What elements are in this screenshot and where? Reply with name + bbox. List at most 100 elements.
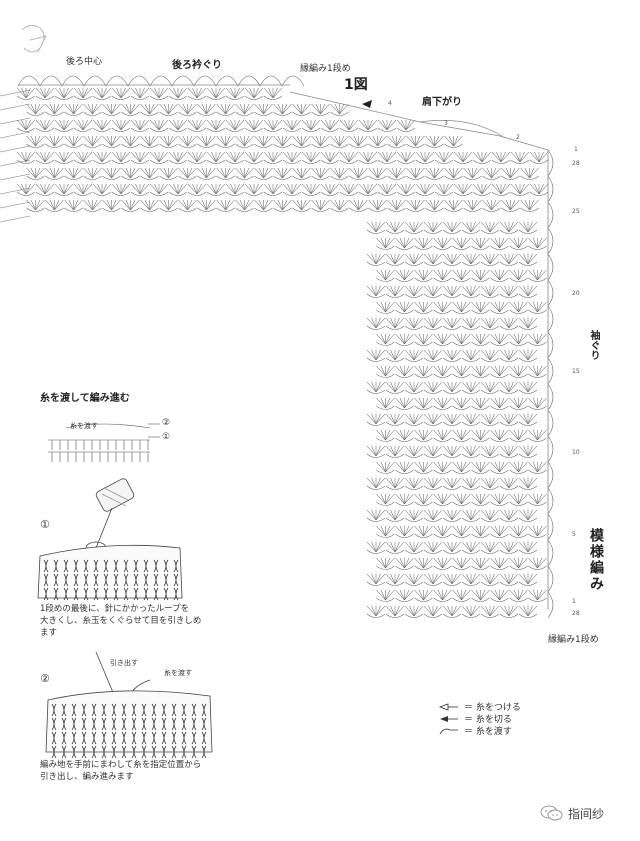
stitch-fan [395, 461, 414, 474]
stitch-fan [111, 87, 131, 100]
stitch-fan [396, 119, 416, 132]
stitch-fan [387, 167, 406, 180]
stitch-fan [83, 135, 102, 148]
stitch-fan [442, 253, 462, 266]
stitch-fan [395, 429, 414, 442]
side-row-28-bottom: 28 [572, 610, 580, 617]
stitch-fan [111, 119, 131, 132]
stitch-fan [433, 557, 452, 570]
stitch-fan [395, 333, 414, 346]
stitch-fan [499, 509, 519, 522]
shoulder-row-2: 2 [516, 134, 520, 141]
stitch-fan [206, 119, 226, 132]
stitch-fan [35, 151, 55, 164]
stitch-fan [463, 167, 482, 180]
stitch-fan [64, 199, 83, 212]
stitch-fan [461, 445, 481, 458]
stitch-fan [159, 135, 178, 148]
stitch-fan [216, 199, 235, 212]
stitch-fan [16, 87, 36, 100]
stitch-fan [415, 183, 435, 196]
stitch-fan [423, 477, 443, 490]
stitch-fan [423, 445, 443, 458]
stitch-fan [366, 541, 386, 554]
stitch-fan [320, 119, 340, 132]
stitch-fan [282, 151, 302, 164]
stitch-fan [376, 525, 395, 538]
stitch-fan [387, 135, 406, 148]
side-row-1: 1 [572, 598, 576, 605]
stitch-fan [197, 199, 216, 212]
stitch-fan [482, 199, 501, 212]
stitch-fan [414, 557, 433, 570]
step1-caption-line3: ます [40, 628, 58, 638]
stitch-fan [404, 573, 424, 586]
stitch-fan [499, 445, 519, 458]
stitch-fan [423, 605, 443, 618]
stitch-fan [472, 183, 492, 196]
side-row-20: 20 [572, 290, 580, 297]
stitch-fan [45, 199, 64, 212]
stitch-fan [461, 285, 481, 298]
stitch-fan [442, 221, 462, 234]
stitch-fan [54, 119, 74, 132]
stitch-fan [263, 87, 283, 100]
stitch-fan [453, 183, 473, 196]
stitch-fan [26, 199, 45, 212]
stitch-fan [509, 493, 528, 506]
stitch-fan [149, 151, 169, 164]
stitch-fan [433, 429, 452, 442]
stitch-fan [73, 183, 93, 196]
stitch-fan [311, 103, 330, 116]
stitch-fan [425, 135, 444, 148]
stitch-fan [385, 221, 405, 234]
stitch-fan [414, 429, 433, 442]
stitch-fan [528, 429, 547, 442]
stitch-fan [423, 349, 443, 362]
stitch-fan [471, 333, 490, 346]
side-row-15: 15 [572, 368, 580, 375]
stitch-fan [45, 167, 64, 180]
stitch-fan [518, 413, 538, 426]
stitch-fan [452, 525, 471, 538]
stitch-fan [83, 103, 102, 116]
stitch-fan [349, 135, 368, 148]
stitch-fan [433, 365, 452, 378]
stitch-fan [385, 285, 405, 298]
stitch-fan [490, 557, 509, 570]
stitch-fan [366, 413, 386, 426]
stitch-fan [480, 509, 500, 522]
stitch-fan [404, 349, 424, 362]
stitch-fan [414, 237, 433, 250]
stitch-fan [254, 103, 273, 116]
stitch-fan [433, 301, 452, 314]
stitch-fan [395, 365, 414, 378]
armhole-label: 袖ぐり [588, 330, 599, 360]
stitch-fan [26, 167, 45, 180]
stitch-fan [452, 397, 471, 410]
stitch-fan [414, 365, 433, 378]
stitch-fan [366, 381, 386, 394]
stitch-fan [149, 183, 169, 196]
stitch-fan [461, 605, 481, 618]
stitch-fan [433, 461, 452, 474]
stitch-fan [461, 541, 481, 554]
stitch-fan [197, 135, 216, 148]
stitch-fan [480, 413, 500, 426]
stitch-fan [168, 119, 188, 132]
stitch-fan [461, 381, 481, 394]
stitch-fan [366, 573, 386, 586]
stitch-fan [404, 477, 424, 490]
stitch-fan [471, 525, 490, 538]
stitch-fan [16, 151, 36, 164]
stitch-fan [159, 167, 178, 180]
cut-yarn-icon [440, 715, 458, 722]
stitch-fan [490, 301, 509, 314]
stitch-fan [499, 541, 519, 554]
stitch-fan [395, 557, 414, 570]
edge-row1-bottom-label: 縁編み1段め [548, 635, 599, 645]
shoulder-curve [419, 120, 506, 139]
stitch-fan [301, 119, 321, 132]
stitch-fan [490, 333, 509, 346]
stitch-fan [518, 221, 538, 234]
